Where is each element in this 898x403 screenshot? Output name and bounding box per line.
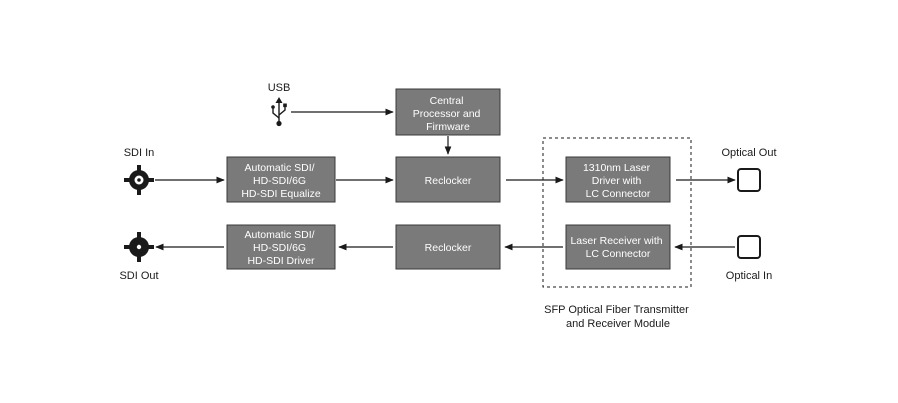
bnc-connector-out-icon — [124, 232, 154, 262]
sfp-module-boundary — [542, 137, 692, 288]
sdi-in-label: SDI In — [124, 147, 155, 159]
driver-label: Automatic SDI/ HD-SDI/6G HD-SDI Driver — [245, 229, 318, 267]
central-processor-label: Central Processor and Firmware — [413, 95, 484, 133]
reclocker-top-box: Reclocker — [395, 156, 501, 203]
bnc-connector-in-icon — [124, 165, 154, 195]
optical-port-in-icon — [737, 235, 761, 259]
laser-receiver-box: Laser Receiver with LC Connector — [565, 224, 671, 270]
laser-driver-label: 1310nm Laser Driver with LC Connector — [583, 162, 653, 200]
reclocker-top-label: Reclocker — [425, 175, 472, 187]
central-processor-box: Central Processor and Firmware — [395, 88, 501, 136]
driver-box: Automatic SDI/ HD-SDI/6G HD-SDI Driver — [226, 224, 336, 270]
laser-driver-box: 1310nm Laser Driver with LC Connector — [565, 156, 671, 203]
sdi-out-label: SDI Out — [119, 270, 158, 282]
optical-port-out-icon — [737, 168, 761, 192]
reclocker-bottom-box: Reclocker — [395, 224, 501, 270]
optical-in-label: Optical In — [726, 270, 772, 282]
optical-out-label: Optical Out — [721, 147, 776, 159]
equalizer-box: Automatic SDI/ HD-SDI/6G HD-SDI Equalize — [226, 156, 336, 203]
equalizer-label: Automatic SDI/ HD-SDI/6G HD-SDI Equalize — [241, 162, 321, 200]
sfp-module-caption: SFP Optical Fiber Transmitter and Receiv… — [544, 304, 692, 330]
reclocker-bottom-label: Reclocker — [425, 242, 472, 254]
laser-receiver-label: Laser Receiver with LC Connector — [570, 235, 665, 260]
usb-label: USB — [268, 82, 291, 94]
usb-icon — [271, 97, 287, 127]
